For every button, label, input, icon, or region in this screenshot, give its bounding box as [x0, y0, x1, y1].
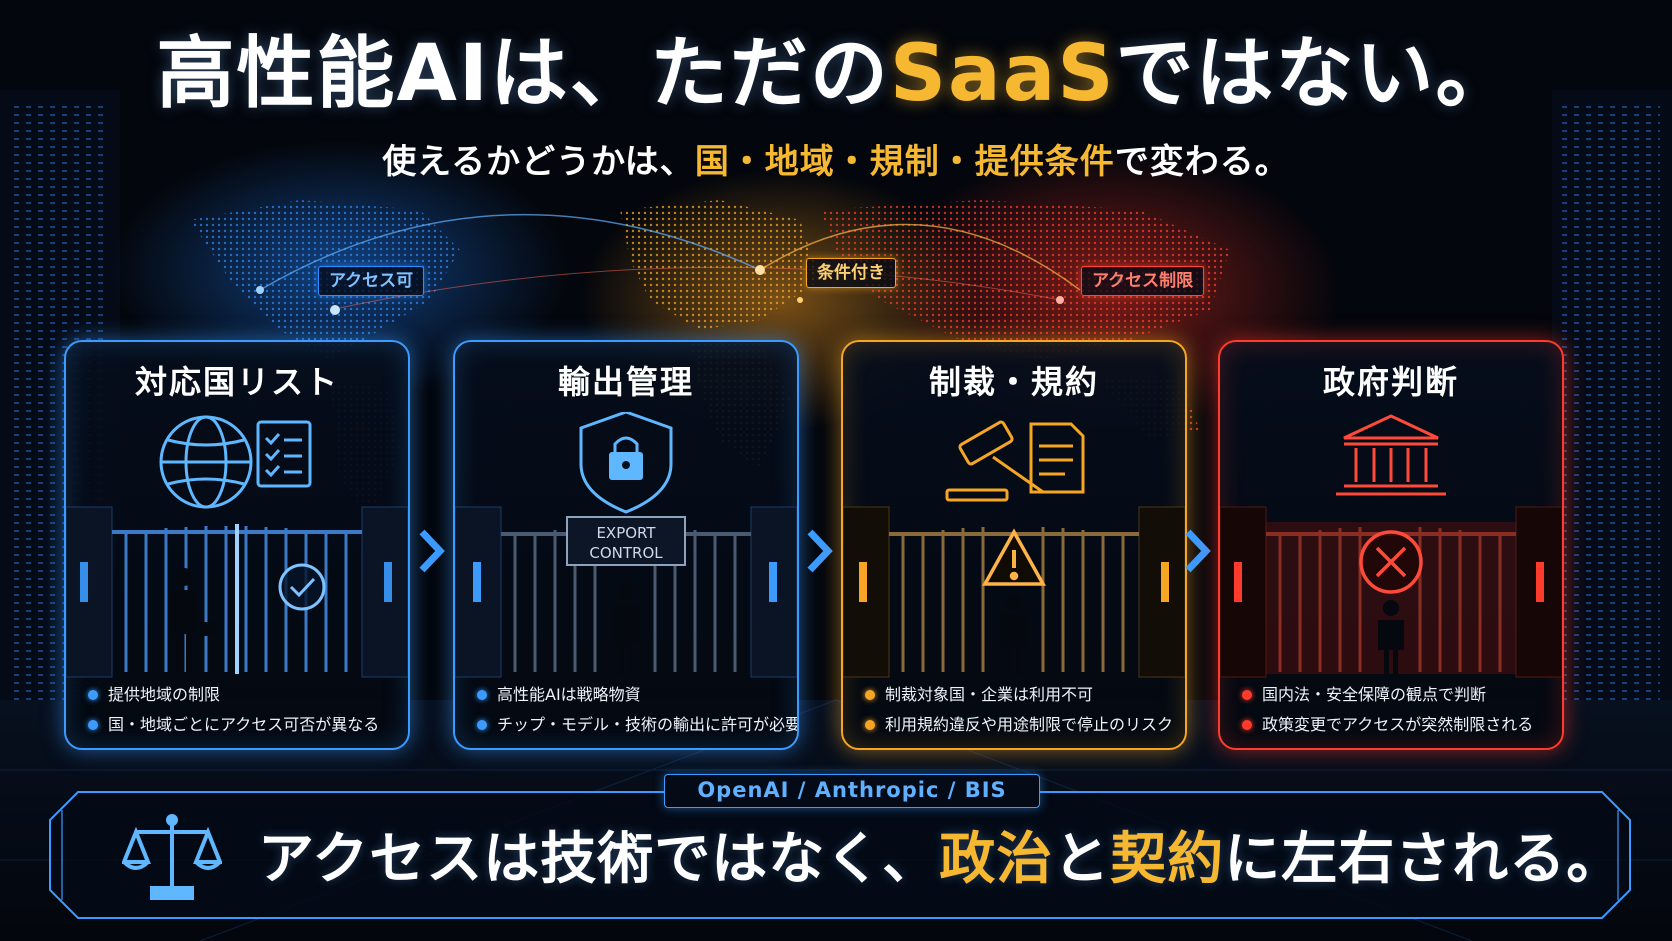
card-illustration: [66, 415, 408, 678]
map-label-conditional: 条件付き: [806, 258, 896, 289]
list-item: 制裁対象国・企業は利用不可: [865, 680, 1175, 710]
list-item: 高性能AIは戦略物資: [477, 680, 787, 710]
chevron-right-icon: [1180, 528, 1214, 578]
bullet-dot: [865, 720, 875, 730]
bullet-dot: [88, 690, 98, 700]
card-bullet-list: 高性能AIは戦略物資 チップ・モデル・技術の輸出に許可が必要: [477, 680, 797, 740]
x-circle-icon: [1359, 530, 1423, 594]
map-label-access-ok: アクセス可: [318, 266, 425, 297]
list-item-text: 政策変更でアクセスが突然制限される: [1262, 715, 1534, 734]
page-subtitle: 使えるかどうかは、国・地域・規制・提供条件で変わる。: [0, 140, 1672, 184]
export-sign-line1: EXPORT: [596, 524, 656, 542]
card-bullet-list: 制裁対象国・企業は利用不可 利用規約違反や用途制限で停止のリスク: [865, 680, 1175, 740]
card-government-decision: 政府判断: [1218, 340, 1564, 750]
title-text: 高性能AIは、ただの: [156, 29, 890, 119]
card-bullet-list: 提供地域の制限 国・地域ごとにアクセス可否が異なる: [88, 680, 398, 740]
title-highlight: SaaS: [889, 29, 1116, 119]
conclusion-banner: OpenAI / Anthropic / BIS アクセスは技術ではなく、政治と…: [48, 774, 1632, 920]
list-item-text: チップ・モデル・技術の輸出に許可が必要: [497, 715, 799, 734]
bullet-dot: [88, 720, 98, 730]
conclusion-highlight-contract: 契約: [1110, 827, 1225, 892]
conclusion-part: に左右される。: [1224, 827, 1624, 892]
bullet-dot: [1242, 720, 1252, 730]
list-item: 政策変更でアクセスが突然制限される: [1242, 710, 1552, 740]
bullet-dot: [1242, 690, 1252, 700]
card-sanctions-terms: 制裁・規約: [841, 340, 1187, 750]
list-item: 国・地域ごとにアクセス可否が異なる: [88, 710, 398, 740]
list-item: チップ・モデル・技術の輸出に許可が必要: [477, 710, 797, 740]
government-building-icon: [1336, 414, 1446, 496]
list-item-text: 提供地域の制限: [108, 685, 221, 704]
list-item: 国内法・安全保障の観点で判断: [1242, 680, 1552, 710]
card-country-list: 対応国リスト: [64, 340, 410, 750]
warning-icon: [982, 528, 1046, 586]
title-text-end: ではない。: [1115, 29, 1516, 119]
chevron-right-icon: [414, 528, 448, 578]
subtitle-text: 使えるかどうかは、: [382, 142, 695, 182]
card-bullet-list: 国内法・安全保障の観点で判断 政策変更でアクセスが突然制限される: [1242, 680, 1552, 740]
sources-label: OpenAI / Anthropic / BIS: [664, 774, 1040, 808]
list-item-text: 国内法・安全保障の観点で判断: [1262, 685, 1487, 704]
person-silhouette-icon: [1378, 600, 1404, 676]
card-illustration: [1220, 414, 1562, 678]
check-circle-icon: [278, 563, 326, 611]
conclusion-highlight-politics: 政治: [939, 827, 1054, 892]
map-label-restricted: アクセス制限: [1081, 266, 1205, 297]
conclusion-text: アクセスは技術ではなく、政治と契約に左右される。: [258, 826, 1622, 893]
card-title: 政府判断: [1322, 363, 1459, 401]
person-silhouette-icon: [170, 568, 216, 674]
scale-icon: [122, 814, 222, 900]
card-export-control: 輸出管理 EXPORT CONTROL: [453, 340, 799, 750]
subtitle-highlight: 国・地域・規制・提供条件: [694, 142, 1115, 182]
conclusion-part: アクセスは技術ではなく、: [258, 827, 940, 892]
page-title: 高性能AIは、ただのSaaSではない。: [0, 28, 1672, 122]
person-silhouette-icon: [1001, 594, 1027, 676]
list-item-text: 高性能AIは戦略物資: [497, 685, 641, 704]
gavel-icon: [945, 420, 1085, 502]
conclusion-part: と: [1053, 827, 1111, 892]
bullet-dot: [865, 690, 875, 700]
chevron-right-icon: [802, 528, 836, 578]
list-item: 提供地域の制限: [88, 680, 398, 710]
shield-lock-icon: [579, 412, 673, 514]
list-item-text: 制裁対象国・企業は利用不可: [885, 685, 1094, 704]
bullet-dot: [477, 690, 487, 700]
checklist-icon: [256, 420, 312, 488]
card-illustration: [843, 420, 1185, 678]
card-title: 対応国リスト: [134, 363, 339, 401]
bullet-dot: [477, 720, 487, 730]
person-silhouette-icon: [613, 584, 639, 676]
card-title: 輸出管理: [557, 363, 694, 401]
globe-icon: [159, 415, 253, 509]
export-sign-line2: CONTROL: [589, 544, 663, 562]
list-item-text: 国・地域ごとにアクセス可否が異なる: [108, 715, 380, 734]
card-title: 制裁・規約: [928, 363, 1099, 401]
list-item: 利用規約違反や用途制限で停止のリスク: [865, 710, 1175, 740]
banner-frame: [49, 791, 1631, 919]
list-item-text: 利用規約違反や用途制限で停止のリスク: [885, 715, 1174, 734]
card-illustration: EXPORT CONTROL: [455, 412, 797, 678]
subtitle-text-end: で変わる。: [1114, 142, 1290, 182]
